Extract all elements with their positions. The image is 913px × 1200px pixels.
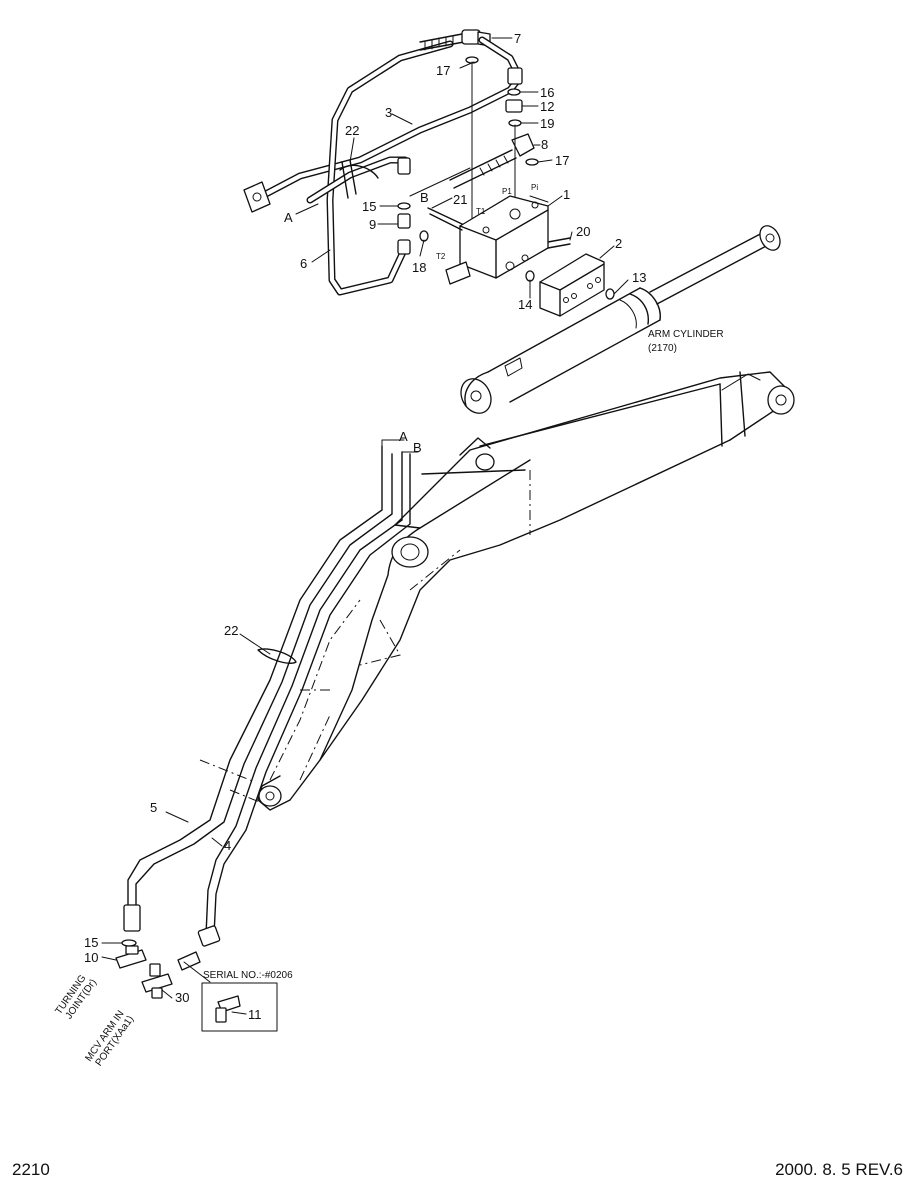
- bottom-fittings: [115, 939, 278, 1032]
- part-label-14: 14: [518, 297, 532, 312]
- part-label-11: 11: [248, 1007, 262, 1022]
- line-label-a-upper: A: [284, 210, 293, 225]
- port-label-t1: T1: [476, 207, 486, 216]
- part-label-21: 21: [453, 192, 467, 207]
- part-label-18: 18: [412, 260, 426, 275]
- part-label-17-lower: 17: [555, 153, 569, 168]
- part-label-2: 2: [615, 236, 622, 251]
- part-label-7: 7: [514, 31, 521, 46]
- page-number: 2210: [12, 1160, 50, 1179]
- part-label-15-lower: 15: [84, 935, 98, 950]
- part-label-9: 9: [369, 217, 376, 232]
- line-label-b-upper: B: [420, 190, 429, 205]
- arm-structure: [199, 371, 795, 811]
- part-label-22-lower: 22: [224, 623, 238, 638]
- arm-cylinder-ref: (2170): [648, 343, 677, 354]
- part-label-16: 16: [540, 85, 554, 100]
- serial-note: SERIAL NO.:-#0206: [203, 970, 293, 981]
- part-label-3: 3: [385, 105, 392, 120]
- line-label-a-lower: A: [399, 429, 408, 444]
- part-label-1: 1: [563, 187, 570, 202]
- part-label-10: 10: [84, 950, 98, 965]
- arm-hose-lines: [123, 439, 419, 947]
- part-label-22-upper: 22: [345, 123, 359, 138]
- arm-cylinder-name: ARM CYLINDER: [648, 329, 724, 340]
- leader-lines: [101, 37, 629, 1015]
- arm-cylinder: [460, 225, 781, 414]
- port-label-p1: P1: [502, 187, 512, 196]
- revision-date: 2000. 8. 5 REV.6: [775, 1160, 903, 1179]
- line-and-port-labels: A B A B T1 T2 P1 Pi ARM CYLINDER (2170) …: [53, 183, 724, 1068]
- valve-block: [427, 195, 615, 317]
- part-label-12: 12: [540, 99, 554, 114]
- part-label-13: 13: [632, 270, 646, 285]
- part-label-4: 4: [224, 838, 231, 853]
- port-label-pi: Pi: [531, 183, 538, 192]
- part-label-15-upper: 15: [362, 199, 376, 214]
- part-label-30: 30: [175, 990, 189, 1005]
- part-number-labels: 7 17 16 12 19 3 22 8 17 1 21 15 9 20 2 6…: [84, 31, 646, 1022]
- part-label-8: 8: [541, 137, 548, 152]
- part-label-17-upper: 17: [436, 63, 450, 78]
- part-label-20: 20: [576, 224, 590, 239]
- part-label-6: 6: [300, 256, 307, 271]
- part-label-5: 5: [150, 800, 157, 815]
- line-label-b-lower: B: [413, 440, 422, 455]
- part-label-19: 19: [540, 116, 554, 131]
- port-label-t2: T2: [436, 252, 446, 261]
- upper-piping: [243, 29, 539, 296]
